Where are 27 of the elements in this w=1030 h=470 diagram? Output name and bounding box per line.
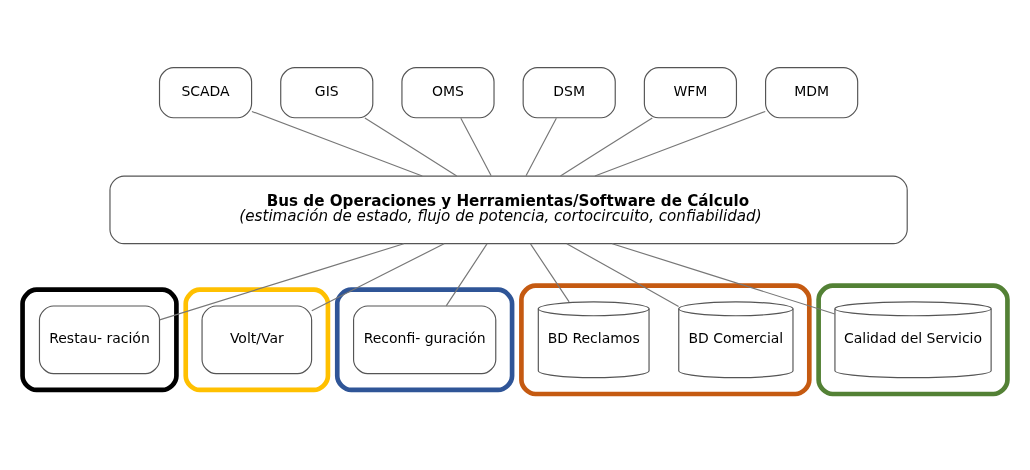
connector — [566, 242, 680, 307]
connector — [364, 116, 458, 177]
node-box: Bus de Operaciones y Herramientas/Software de Cálculo (estimación de estado, flujo de potencia, cortocircuito, confiabilidad) — [109, 174, 908, 244]
cluster — [20, 286, 179, 392]
node-box: GIS — [280, 66, 374, 118]
connector — [594, 110, 766, 177]
node-box: Restau- ración — [38, 304, 161, 374]
node-box: Volt/Var — [201, 304, 313, 374]
connector — [525, 117, 557, 176]
connector — [529, 242, 570, 302]
connector — [445, 242, 488, 306]
node-box: SCADA — [158, 66, 253, 118]
node-box: OMS — [401, 66, 495, 118]
node-box: DSM — [522, 66, 616, 118]
cluster — [519, 282, 812, 396]
node-box: MDM — [765, 66, 859, 118]
connector — [460, 117, 492, 176]
node-box: Reconfi- guración — [353, 304, 497, 374]
node-box: WFM — [643, 66, 738, 118]
cluster — [816, 282, 1010, 396]
connector — [611, 242, 836, 315]
connector — [159, 242, 405, 320]
cluster — [183, 286, 331, 392]
connector — [251, 110, 423, 177]
connector — [559, 116, 653, 177]
cluster — [334, 286, 515, 392]
connector — [311, 242, 445, 311]
